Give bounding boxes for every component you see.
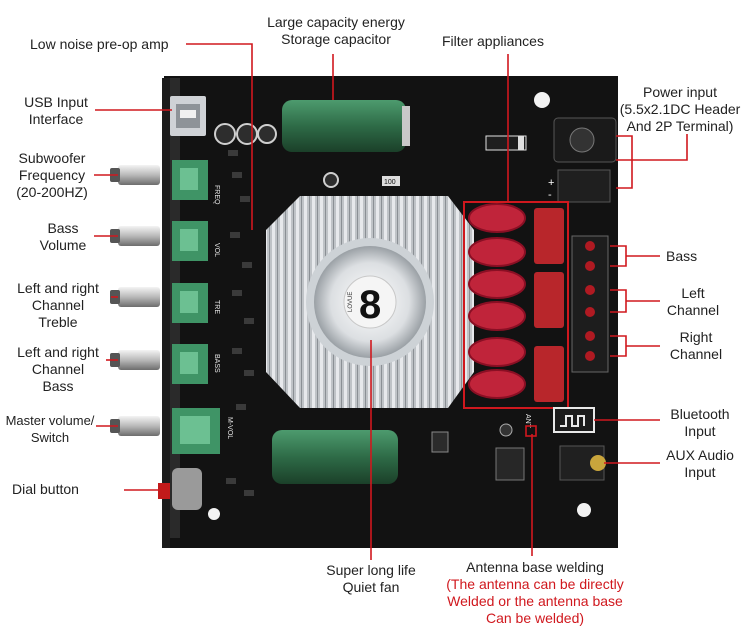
label-bass-volume-line2: Volume (39, 237, 87, 253)
label-dial-button: Dial button (12, 481, 79, 497)
label-lr-treble: Left and right Channel Treble (6, 280, 110, 331)
diode (485, 135, 527, 151)
label-quiet-fan-line1: Super long life (326, 562, 416, 578)
label-lr-bass-line1: Left and right (17, 344, 99, 360)
label-usb-input-line2: Interface (28, 111, 84, 127)
label-subwoofer-line1: Subwoofer (18, 150, 86, 166)
label-aux-input: AUX Audio Input (660, 447, 740, 481)
label-usb-input: USB Input Interface (14, 94, 98, 128)
label-aux-line2: Input (684, 464, 716, 480)
label-low-noise-preamp: Low noise pre-op amp (30, 36, 169, 52)
label-lr-treble-line1: Left and right (17, 280, 99, 296)
terminal-minus: - (548, 189, 552, 201)
label-bluetooth-line2: Input (684, 423, 716, 439)
label-master-volume-line2: Switch (30, 430, 70, 445)
bluetooth-module (553, 407, 595, 433)
small-capacitors: 100 (214, 123, 400, 188)
label-left-channel: Left Channel (658, 285, 728, 319)
label-subwoofer-line2: Frequency (18, 167, 86, 183)
label-right-channel-line1: Right (679, 329, 713, 345)
storage-capacitor-bottom (272, 430, 398, 484)
dial-button (158, 483, 170, 499)
silk-bass: BASS (213, 354, 220, 373)
label-left-channel-line1: Left (681, 285, 705, 301)
cap-100-marking: 100 (384, 179, 396, 186)
label-usb-input-line1: USB Input (24, 94, 88, 110)
label-quiet-fan-line2: Quiet fan (342, 579, 400, 595)
subwoofer-knob (110, 165, 160, 185)
label-storage-capacitor-line1: Large capacity energy (267, 14, 405, 30)
label-storage-capacitor-line2: Storage capacitor (281, 31, 391, 47)
label-lr-bass-line3: Bass (42, 378, 74, 394)
silk-ant: ANT (524, 414, 531, 429)
label-antenna-line2: (The antenna can be directly (446, 576, 624, 592)
label-lr-bass: Left and right Channel Bass (6, 344, 110, 395)
label-power-input-line1: Power input (643, 84, 717, 100)
label-subwoofer-frequency: Subwoofer Frequency (20-200HZ) (10, 150, 94, 201)
speaker-terminals (571, 235, 609, 373)
knobs (110, 165, 170, 499)
storage-capacitor-top (282, 100, 410, 152)
label-power-input-line2: (5.5x2.1DC Header (619, 101, 741, 117)
label-master-volume-line1: Master volume/ (5, 413, 95, 428)
label-antenna-line3: Welded or the antenna base (447, 593, 623, 609)
fan-brand: LOVUE (348, 292, 354, 312)
fan-logo: 8 (359, 283, 381, 327)
label-antenna-welding: Antenna base welding (The antenna can be… (440, 559, 630, 627)
aux-jack (559, 445, 606, 481)
label-lr-bass-line2: Channel (31, 361, 85, 377)
label-aux-line1: AUX Audio (666, 447, 734, 463)
terminal-plus: + (548, 177, 554, 189)
label-quiet-fan: Super long life Quiet fan (306, 562, 436, 596)
label-subwoofer-line3: (20-200HZ) (16, 184, 88, 200)
label-antenna-line1: Antenna base welding (466, 559, 604, 575)
label-lr-treble-line2: Channel (31, 297, 85, 313)
silk-vol: VOL (213, 243, 220, 257)
silk-mvol: M-VOL (226, 417, 233, 439)
label-lr-treble-line3: Treble (38, 314, 78, 330)
usb-port (170, 96, 206, 136)
label-bluetooth-line1: Bluetooth (670, 406, 730, 422)
label-bass-terminal: Bass (666, 248, 698, 264)
label-right-channel: Right Channel (658, 329, 734, 363)
label-bluetooth-input: Bluetooth Input (660, 406, 740, 440)
silkscreen: FREQ VOL TRE BASS M-VOL ANT (213, 185, 531, 439)
ics (431, 423, 525, 481)
label-antenna-line4: Can be welded) (485, 610, 585, 626)
label-right-channel-line2: Channel (669, 346, 723, 362)
power-connectors: + - (548, 117, 617, 203)
silk-freq: FREQ (213, 185, 220, 205)
label-filter-appliances: Filter appliances (442, 33, 544, 49)
label-power-input: Power input (5.5x2.1DC Header And 2P Ter… (612, 84, 748, 135)
potentiometers (172, 160, 220, 510)
label-left-channel-line2: Channel (666, 302, 720, 318)
annotation-lines (94, 43, 688, 560)
label-master-volume: Master volume/ Switch (2, 412, 98, 446)
filter-block (463, 201, 569, 409)
label-bass-volume: Bass Volume (28, 220, 98, 254)
heatsink: 8 LOVUE (266, 196, 474, 408)
label-bass-volume-line1: Bass (47, 220, 79, 236)
label-storage-capacitor: Large capacity energy Storage capacitor (254, 14, 418, 48)
silk-tre: TRE (213, 300, 220, 314)
smd-components (226, 150, 254, 496)
label-power-input-line3: And 2P Terminal) (626, 118, 734, 134)
